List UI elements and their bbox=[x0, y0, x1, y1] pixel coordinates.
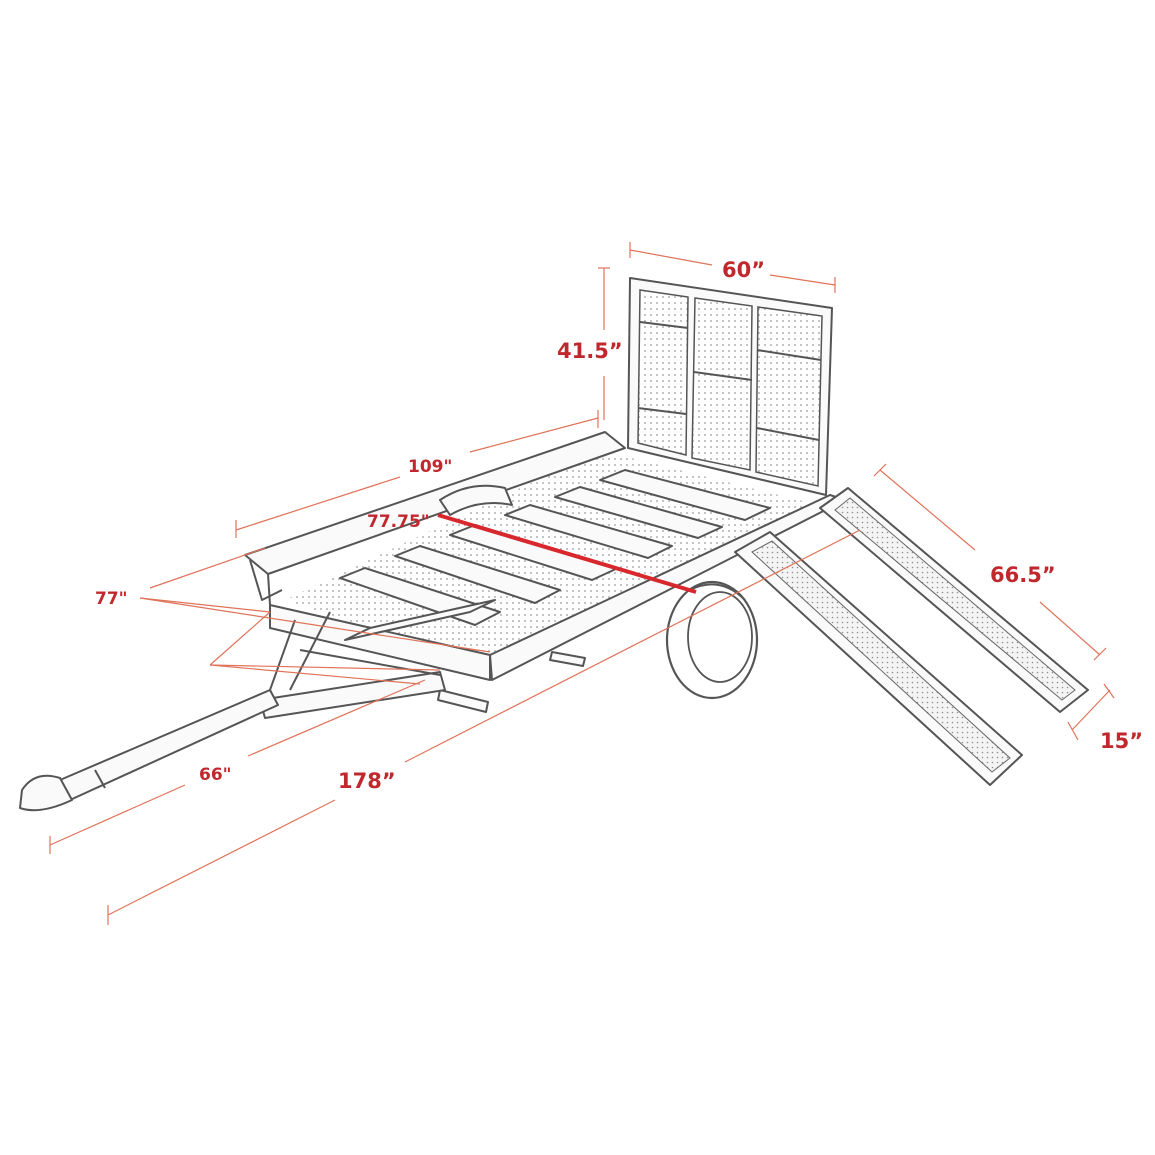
bed-width-highlight-line bbox=[437, 513, 697, 594]
loading-ramps bbox=[734, 487, 1089, 786]
overall-width-leader-upper bbox=[149, 547, 266, 589]
ramp-width-label: 15” bbox=[1100, 729, 1143, 753]
gate-width-dimline-left bbox=[629, 249, 713, 266]
overall-length-dimline bbox=[107, 799, 336, 916]
gate-height-label: 41.5” bbox=[557, 339, 623, 363]
bed-length-label: 109" bbox=[408, 457, 452, 477]
tongue bbox=[19, 611, 446, 812]
tongue-length-label: 66" bbox=[199, 765, 232, 785]
trailer-bed bbox=[244, 431, 846, 713]
ramp-length-label: 66.5” bbox=[990, 563, 1056, 587]
dimension-labels: 60” 41.5” 109" 77.75" 77" 66.5” 15” 66" … bbox=[95, 258, 1143, 793]
ramp-length-dimline bbox=[879, 469, 976, 551]
overall-width-label: 77" bbox=[95, 589, 128, 609]
bed-length-dimline bbox=[235, 476, 401, 531]
ramp-width-dimline bbox=[1071, 689, 1111, 731]
gate-width-label: 60” bbox=[722, 258, 765, 282]
overall-width-leader-top bbox=[139, 597, 491, 653]
tilt-gate bbox=[627, 277, 833, 496]
gate-width-dimline-right bbox=[769, 274, 836, 286]
tongue-length-dimline bbox=[49, 784, 186, 846]
overall-length-label: 178” bbox=[338, 769, 396, 793]
bed-width-label: 77.75" bbox=[367, 512, 430, 532]
dimension-lines bbox=[49, 242, 1115, 925]
wheel bbox=[665, 580, 759, 700]
bed-crossmembers bbox=[339, 469, 771, 641]
